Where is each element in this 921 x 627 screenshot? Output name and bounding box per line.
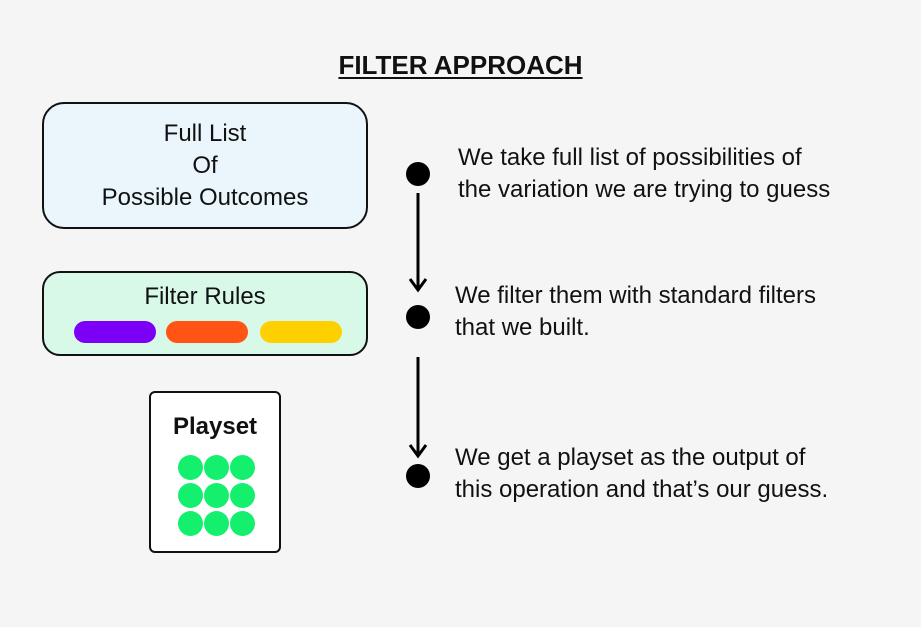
playset-dot: [204, 455, 229, 480]
playset-label: Playset: [172, 413, 258, 440]
playset-dot: [204, 483, 229, 508]
playset-dot: [230, 511, 255, 536]
step-bullet-1: [406, 162, 430, 186]
playset-dot: [204, 511, 229, 536]
playset-dot: [230, 455, 255, 480]
full-list-box: Full List Of Possible Outcomes: [42, 102, 368, 229]
step-bullet-3: [406, 464, 430, 488]
playset-dot: [178, 483, 203, 508]
filter-rules-box: Filter Rules: [42, 271, 368, 356]
playset-dot: [230, 483, 255, 508]
step-bullet-2: [406, 305, 430, 329]
playset-dot: [178, 511, 203, 536]
down-arrow-2: [408, 357, 428, 459]
playset-box: Playset: [149, 391, 281, 553]
diagram-title: FILTER APPROACH: [338, 50, 583, 80]
full-list-label-line1: Full List: [163, 119, 247, 147]
playset-dot: [178, 455, 203, 480]
filter-pill-orange: [166, 321, 248, 343]
step-text-3: We get a playset as the output of this o…: [455, 444, 829, 503]
filter-rules-label: Filter Rules: [144, 283, 266, 310]
filter-pill-purple: [74, 321, 156, 343]
down-arrow-1: [408, 193, 428, 293]
filter-pill-yellow: [260, 321, 342, 343]
full-list-label-line3: Possible Outcomes: [101, 183, 309, 211]
full-list-label-line2: Of: [192, 151, 218, 179]
step-text-2: We filter them with standard filters tha…: [455, 282, 817, 341]
step-text-1: We take full list of possibilities of th…: [458, 144, 831, 203]
